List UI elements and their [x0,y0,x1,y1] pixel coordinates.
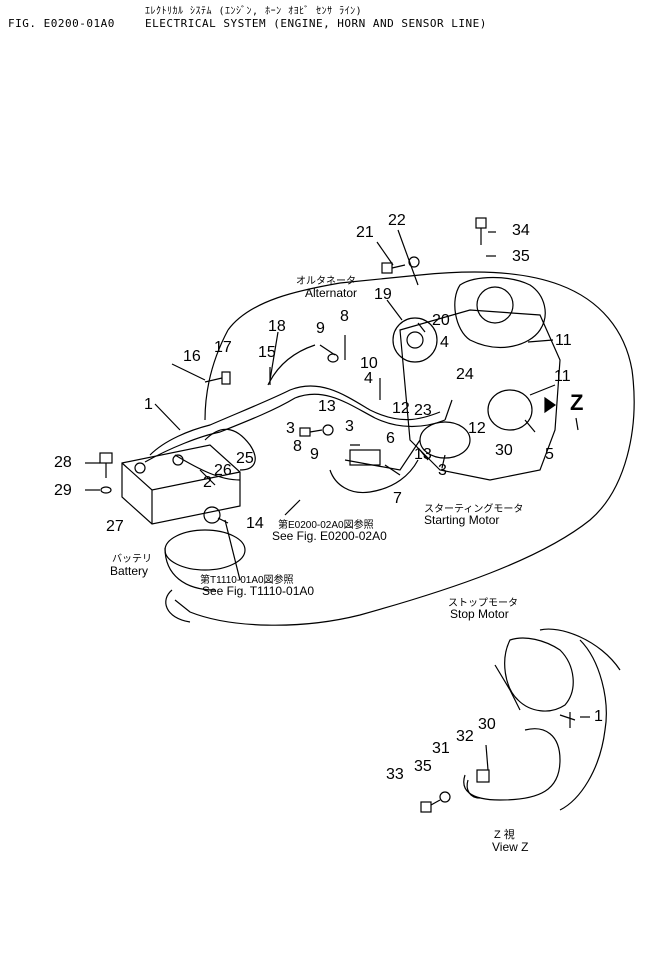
callout-11b: 11 [554,368,571,385]
alternator-label-jp: オルタネータ [296,276,356,287]
callout-8b: 8 [293,438,302,455]
engine-block [399,309,561,481]
view-z-label-jp: Z 視 [494,829,515,841]
callout-12: 12 [392,400,410,417]
callout-25: 25 [236,450,254,467]
callout-35b: 35 [414,758,432,775]
callout-9: 9 [316,320,325,337]
callout-7: 7 [393,490,402,507]
callout-4b: 4 [364,370,373,387]
callout-16: 16 [183,348,201,365]
alternator [392,317,438,363]
callout-3c: 3 [438,462,447,479]
callout-35: 35 [512,248,530,265]
starting-motor-label-jp: スターティングモータ [424,504,524,515]
callout-24: 24 [456,366,474,383]
starting-motor-label: Starting Motor [424,513,500,527]
alternator-label: Alternator [305,286,358,300]
callout-18: 18 [268,318,286,335]
callout-31: 31 [432,740,450,757]
callout-29: 29 [54,482,72,499]
callout-15: 15 [258,344,276,361]
title-japanese: ｴﾚｸﾄﾘｶﾙ ｼｽﾃﾑ (ｴﾝｼﾞﾝ, ﾎｰﾝ ｵﾖﾋﾞ ｾﾝｻ ﾗｲﾝ) [145,6,363,17]
starting-motor [419,421,471,459]
callout-12b: 12 [468,420,486,437]
callout-1: 1 [144,396,153,413]
callout-17: 17 [214,339,232,356]
callout-30b: 30 [478,716,496,733]
callout-3: 3 [286,420,295,437]
stop-motor [504,637,574,712]
callout-26: 26 [214,462,232,479]
callout-14: 14 [246,515,264,532]
callout-23: 23 [414,402,432,419]
callout-5: 5 [545,446,554,463]
figure-title: ELECTRICAL SYSTEM (ENGINE, HORN AND SENS… [145,17,487,30]
callout-34: 34 [512,222,530,239]
callout-8: 8 [340,308,349,325]
view-z-label: View Z [492,840,529,854]
callout-3b: 3 [345,418,354,435]
ref-e0200-jp: 第E0200-02A0図参照 [278,520,374,531]
callout-32: 32 [456,728,474,745]
callout-30: 30 [495,442,513,459]
callout-21: 21 [356,224,374,241]
battery-body [121,444,241,525]
ref-e0200: See Fig. E0200-02A0 [272,529,387,543]
callout-6: 6 [386,430,395,447]
machine-outline [174,271,635,626]
stop-motor-label: Stop Motor [450,607,509,621]
stop-motor-label-jp: ストップモータ [448,598,518,609]
ref-t1110-jp: 第T1110-01A0図参照 [200,575,294,586]
battery-label: Battery [110,564,149,578]
callout-19: 19 [374,286,392,303]
ref-t1110: See Fig. T1110-01A0 [202,584,315,598]
callout-13b: 13 [414,446,432,463]
callout-9b: 9 [310,446,319,463]
callout-13: 13 [318,398,336,415]
callout-22: 22 [388,212,406,229]
callout-33: 33 [386,766,404,783]
figure-code: FIG. E0200-01A0 [8,17,115,30]
callout-2: 2 [203,474,212,491]
callout-10: 10 [360,355,378,372]
main-harness [149,385,441,456]
callout-11: 11 [555,332,572,349]
callout-1b: 1 [594,708,603,725]
z-arrow-label: Z [570,390,584,415]
callout-20: 20 [432,312,450,329]
battery-label-jp: バッテリ [112,554,152,565]
callout-27: 27 [106,518,124,535]
callout-4: 4 [440,334,449,351]
callout-28: 28 [54,454,72,471]
